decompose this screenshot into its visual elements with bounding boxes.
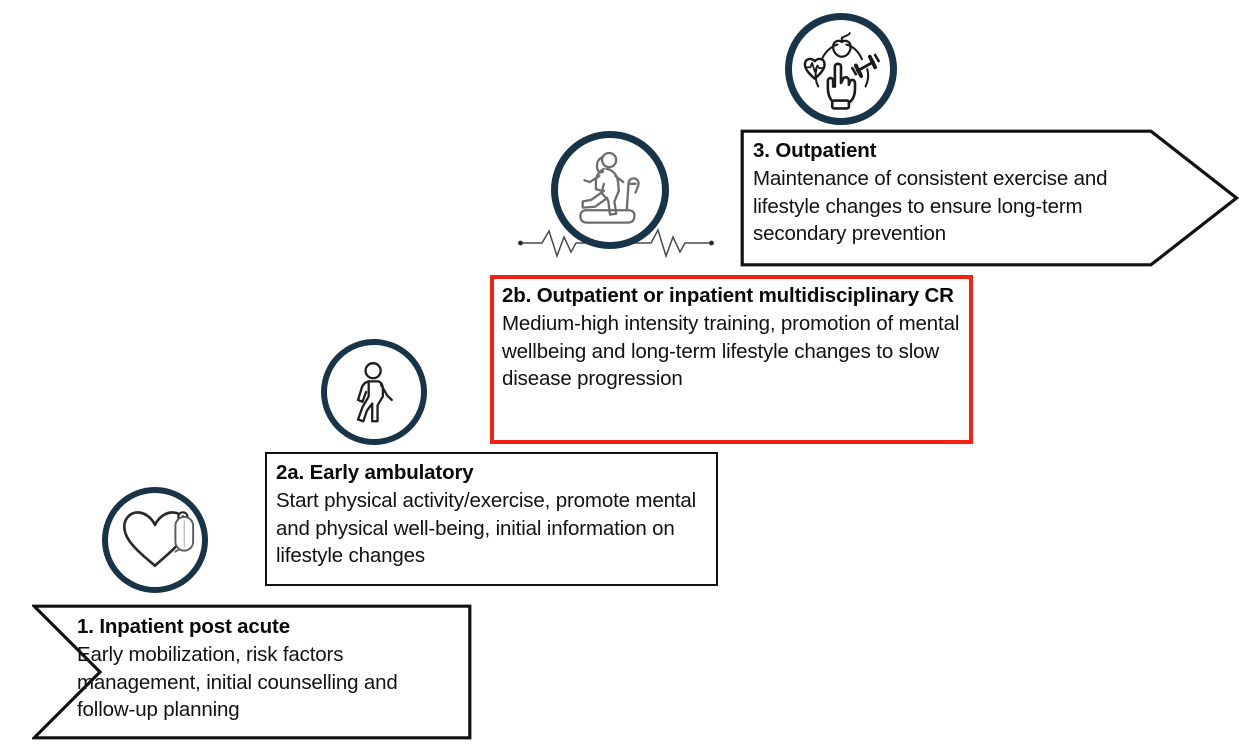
stage-3-icon-circle — [785, 13, 897, 125]
heart-stethoscope-icon — [123, 511, 195, 568]
stage-2a-shape — [265, 452, 718, 586]
stage-2a-title: 2a. Early ambulatory — [276, 461, 474, 484]
dumbbell-glyph — [851, 53, 880, 78]
stage-1-text-block: 1. Inpatient post acute Early mobilizati… — [77, 613, 457, 724]
stage-1-title: 1. Inpatient post acute — [77, 615, 290, 638]
treadmill-runner-icon — [579, 151, 640, 224]
stage-2b-text-block: 2b. Outpatient or inpatient multidiscipl… — [502, 282, 964, 393]
stage-3-title: 3. Outpatient — [753, 139, 877, 162]
stage-2a-text-block: 2a. Early ambulatory Start physical acti… — [276, 459, 712, 570]
apple-glyph — [831, 32, 852, 58]
healthy-lifestyle-choice-icon — [803, 32, 880, 110]
stage-2b-description: Medium-high intensity training, promotio… — [502, 312, 960, 390]
stage-3-description: Maintenance of consistent exercise and l… — [753, 167, 1108, 245]
stage-1-shape — [32, 604, 472, 740]
stage-2b-title: 2b. Outpatient or inpatient multidiscipl… — [502, 284, 954, 307]
pointing-hand-glyph — [826, 62, 857, 110]
heart-pulse-glyph — [803, 57, 826, 80]
stage-1-description: Early mobilization, risk factors managem… — [77, 643, 398, 721]
walking-person-icon — [356, 362, 393, 423]
stage-2b-shape-highlighted — [490, 275, 973, 444]
stage-3-shape — [740, 129, 1239, 267]
stage-3-text-block: 3. Outpatient Maintenance of consistent … — [753, 137, 1153, 248]
stage-1-icon-circle — [102, 487, 208, 593]
stage-2a-icon-circle — [321, 339, 427, 445]
stage-2a-description: Start physical activity/exercise, promot… — [276, 489, 697, 567]
stage-2b-icon-circle — [551, 131, 669, 249]
